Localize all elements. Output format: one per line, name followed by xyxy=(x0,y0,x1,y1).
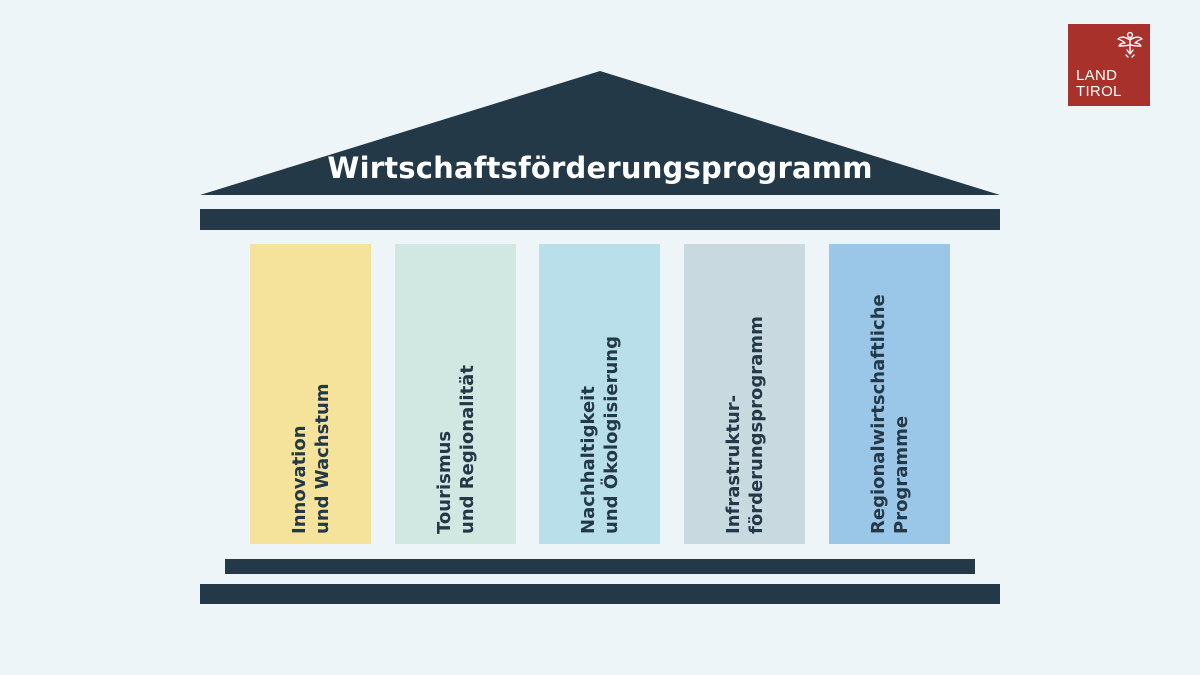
logo-text-tirol: TIROL xyxy=(1076,83,1122,100)
diagram-title: Wirtschaftsförderungsprogramm xyxy=(327,151,873,185)
pillar-label-line1: Nachhaltigkeit xyxy=(577,386,599,534)
pillar-label-line2: und Ökologisierung xyxy=(600,335,622,534)
pillar-label: Infrastruktur- förderungsprogramm xyxy=(722,254,768,534)
base-step-upper xyxy=(225,559,975,574)
pillar-label-line1: Infrastruktur- xyxy=(722,394,744,534)
top-beam xyxy=(200,209,1000,230)
pillar-label: Regionalwirtschaftliche Programme xyxy=(867,254,913,534)
pillar-label-line1: Innovation xyxy=(288,425,310,534)
pillar-regional: Regionalwirtschaftliche Programme xyxy=(829,244,950,544)
pillar-label-line2: förderungsprogramm xyxy=(745,316,767,534)
tyrolean-eagle-icon xyxy=(1117,31,1143,58)
pillar-label-line2: und Wachstum xyxy=(311,383,333,534)
pillar-label-line2: Programme xyxy=(890,415,912,534)
pillar-infrastructure: Infrastruktur- förderungsprogramm xyxy=(684,244,805,544)
pillar-label: Tourismus und Regionalität xyxy=(433,254,479,534)
pillar-label-line2: und Regionalität xyxy=(456,365,478,534)
base-step-lower xyxy=(200,584,1000,604)
pillar-tourism: Tourismus und Regionalität xyxy=(395,244,516,544)
land-tirol-logo: LAND TIROL xyxy=(1068,24,1150,106)
pillar-label: Innovation und Wachstum xyxy=(288,254,334,534)
pillar-sustainability: Nachhaltigkeit und Ökologisierung xyxy=(539,244,660,544)
pillar-label: Nachhaltigkeit und Ökologisierung xyxy=(577,254,623,534)
pillar-innovation: Innovation und Wachstum xyxy=(250,244,371,544)
pillar-label-line1: Tourismus xyxy=(433,430,455,534)
logo-text-land: LAND xyxy=(1076,67,1118,84)
pillar-label-line1: Regionalwirtschaftliche xyxy=(867,294,889,534)
